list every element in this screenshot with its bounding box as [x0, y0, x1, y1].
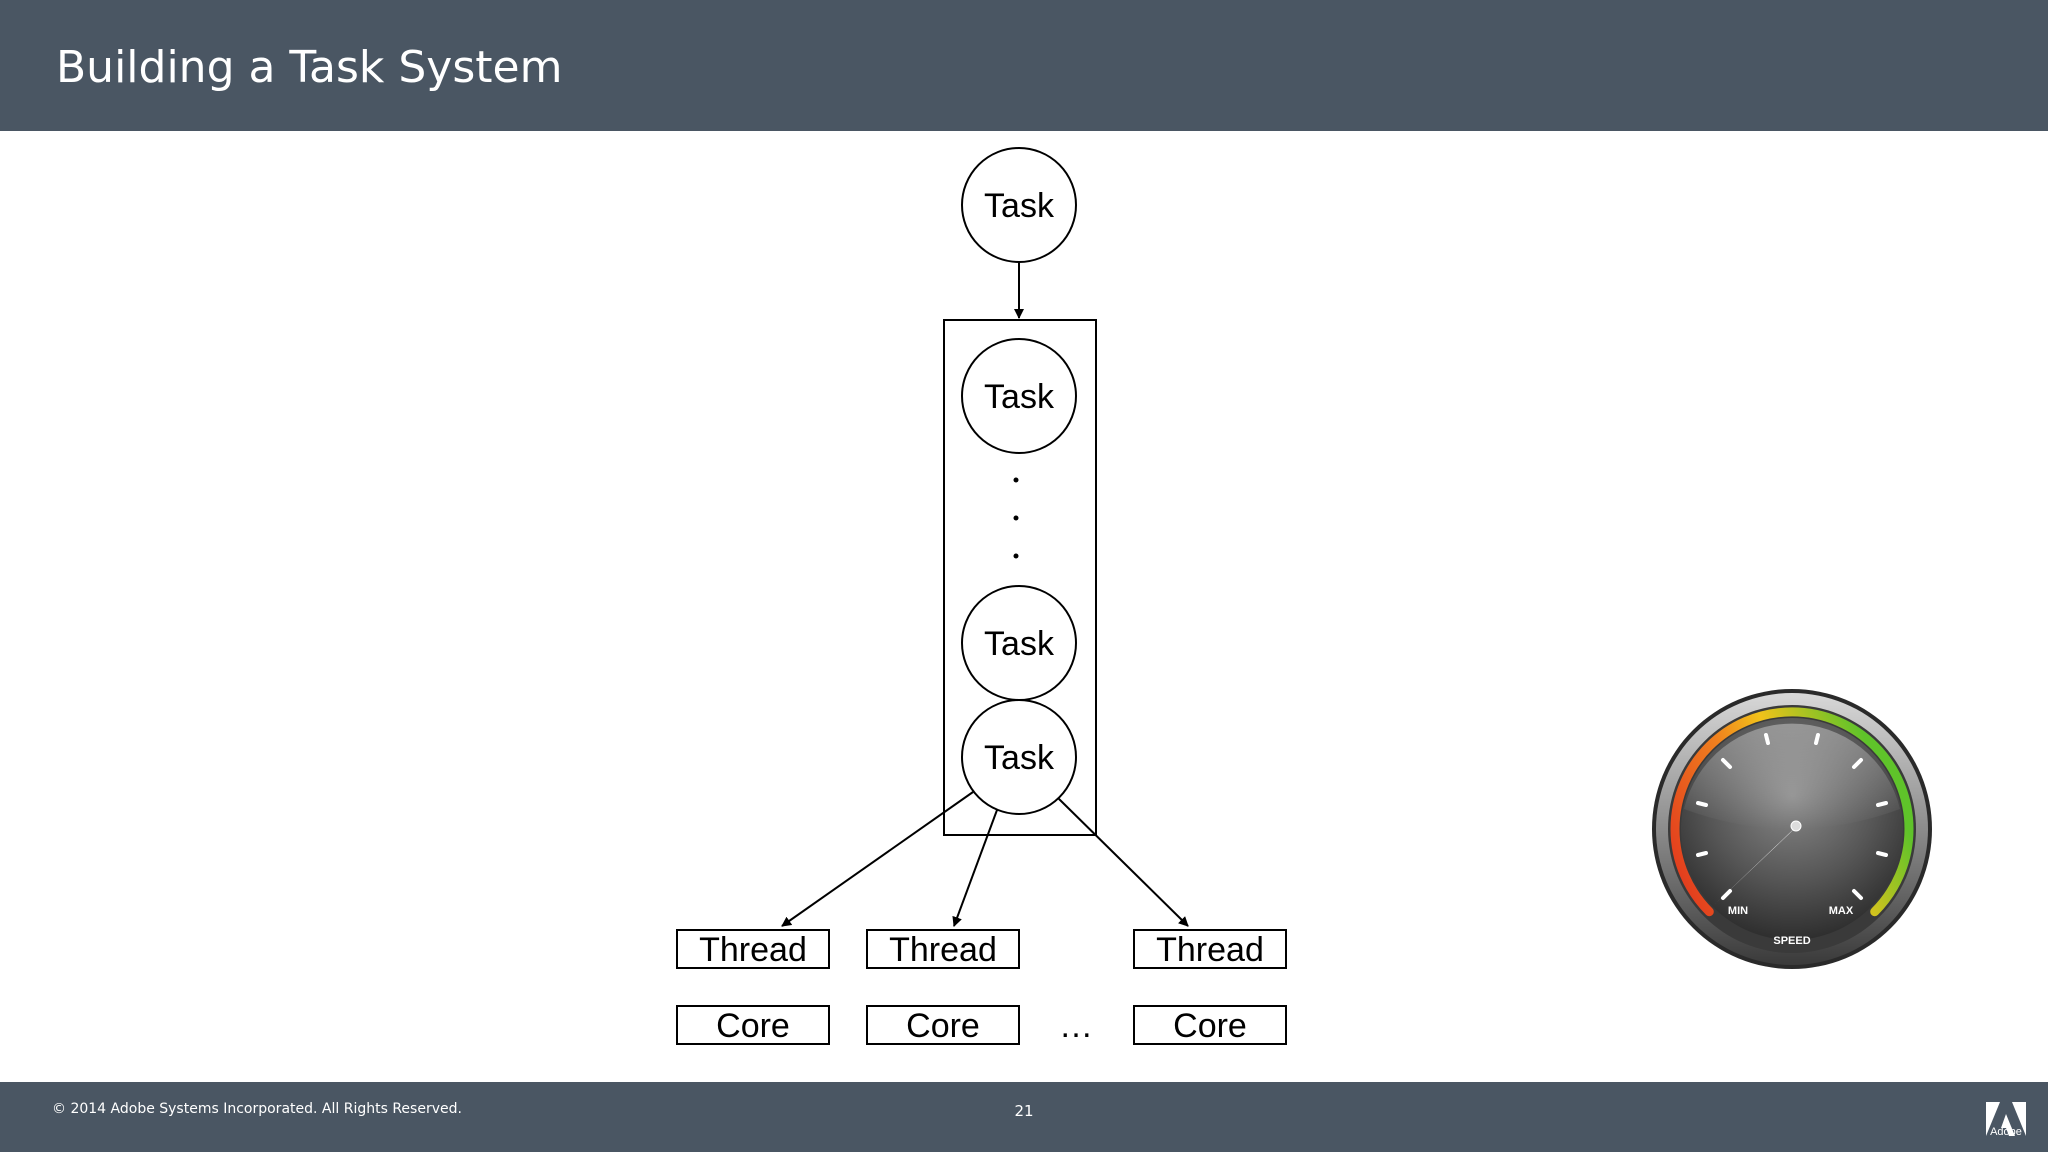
page-number: 21 — [1014, 1102, 1034, 1120]
thread-label: Thread — [1156, 931, 1264, 969]
gauge-caption: SPEED — [1773, 935, 1810, 947]
queued-task: Task — [961, 699, 1077, 815]
copyright-text: © 2014 Adobe Systems Incorporated. All R… — [52, 1101, 462, 1117]
core-label: Core — [1173, 1007, 1247, 1045]
slide-footer: © 2014 Adobe Systems Incorporated. All R… — [0, 1082, 2048, 1152]
dispatch-arrow — [952, 809, 998, 927]
core-label: Core — [906, 1007, 980, 1045]
core-box: Core — [866, 1005, 1020, 1045]
slide-header: Building a Task System — [0, 0, 2048, 131]
thread-box: Thread — [676, 929, 830, 969]
adobe-logo-icon — [1986, 1102, 2026, 1136]
queued-task: Task — [961, 585, 1077, 701]
queued-task: Task — [961, 338, 1077, 454]
core-box: Core — [676, 1005, 830, 1045]
gauge-needle — [1714, 823, 1800, 905]
dispatch-arrow — [1057, 797, 1189, 927]
dispatch-arrow — [781, 791, 974, 927]
task-label: Task — [984, 378, 1055, 416]
thread-box: Thread — [866, 929, 1020, 969]
gauge-max-label: MAX — [1829, 905, 1854, 917]
core-label: Core — [716, 1007, 790, 1045]
task-queue — [943, 319, 1097, 836]
speedometer-icon: MIN MAX SPEED — [1652, 689, 1932, 969]
incoming-task: Task — [961, 147, 1077, 263]
adobe-logo-text: Adobe — [1990, 1126, 2022, 1138]
thread-label: Thread — [699, 931, 807, 969]
core-box: Core — [1133, 1005, 1287, 1045]
task-label: Task — [984, 187, 1055, 225]
thread-box: Thread — [1133, 929, 1287, 969]
thread-label: Thread — [889, 931, 997, 969]
task-label: Task — [984, 739, 1055, 777]
queue-dots — [1013, 477, 1019, 559]
gauge-min-label: MIN — [1728, 905, 1748, 917]
task-label: Task — [984, 625, 1055, 663]
core-ellipsis: … — [1059, 1007, 1093, 1045]
slide-title: Building a Task System — [56, 42, 563, 93]
